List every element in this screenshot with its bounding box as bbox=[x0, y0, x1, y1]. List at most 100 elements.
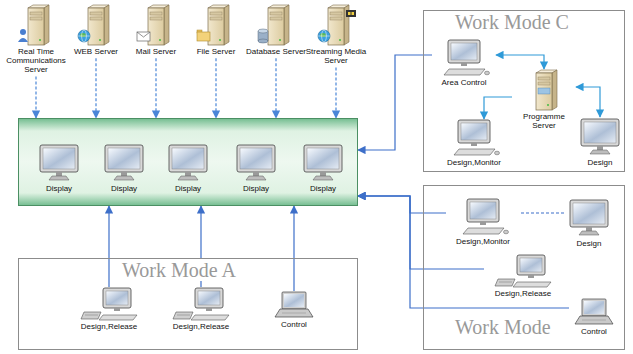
device-label: Design,Monitor bbox=[446, 237, 520, 246]
icon-part bbox=[517, 255, 545, 275]
icon-part bbox=[270, 12, 282, 15]
desktop-icon bbox=[457, 198, 509, 236]
icon-part bbox=[99, 39, 101, 41]
icon-part bbox=[458, 120, 490, 143]
connector bbox=[484, 97, 512, 119]
icon-part bbox=[172, 148, 204, 169]
icon-part bbox=[253, 172, 259, 176]
icon-part bbox=[121, 172, 127, 176]
icon-part bbox=[582, 299, 606, 316]
connector bbox=[35, 77, 36, 118]
icon-part bbox=[584, 122, 616, 143]
icon-part bbox=[104, 5, 109, 45]
icon-part bbox=[304, 145, 342, 172]
icon-part bbox=[570, 200, 608, 227]
desktop-icon bbox=[448, 119, 500, 157]
display-node: Display bbox=[160, 143, 216, 193]
icon-part bbox=[40, 145, 78, 172]
icon-part bbox=[30, 12, 42, 15]
icon-part bbox=[208, 8, 224, 45]
icon-part bbox=[579, 231, 599, 235]
icon-part bbox=[320, 172, 326, 176]
server-node: Mail Server bbox=[125, 4, 187, 56]
icon-part bbox=[198, 291, 220, 305]
icon-part bbox=[528, 275, 534, 278]
server-node: Database Server bbox=[245, 4, 307, 56]
connector bbox=[275, 58, 276, 118]
server-node: Streaming Media Server bbox=[305, 4, 367, 65]
icon-part bbox=[103, 288, 131, 308]
icon-part bbox=[282, 313, 306, 314]
server-icon bbox=[16, 4, 56, 46]
icon-part bbox=[454, 149, 495, 155]
workstation-node: Design,Release bbox=[69, 287, 149, 331]
workstation-node: Design,Release bbox=[484, 254, 562, 298]
connector bbox=[293, 206, 294, 291]
icon-part bbox=[448, 40, 480, 63]
icon-part bbox=[330, 17, 342, 20]
icon-part bbox=[246, 176, 266, 180]
icon-part bbox=[495, 151, 500, 155]
icon-part bbox=[80, 33, 86, 37]
icon-part bbox=[590, 150, 610, 154]
icon-part bbox=[44, 5, 49, 45]
release-icon bbox=[79, 287, 139, 321]
icon-part bbox=[78, 30, 90, 42]
icon-part bbox=[275, 309, 313, 317]
icon-part bbox=[114, 308, 120, 311]
icon-part bbox=[258, 39, 268, 43]
display-icon bbox=[301, 143, 345, 183]
icon-part bbox=[237, 145, 275, 172]
icon-part bbox=[504, 230, 509, 234]
icon-part bbox=[348, 12, 351, 15]
display-icon bbox=[102, 143, 146, 183]
icon-part bbox=[330, 12, 342, 15]
laptop-node: Control bbox=[569, 298, 619, 336]
icon-part bbox=[43, 148, 75, 169]
icon-part bbox=[313, 176, 333, 180]
display-node: Display bbox=[295, 143, 351, 193]
icon-part bbox=[471, 143, 477, 146]
icon-part bbox=[185, 172, 191, 176]
icon-part bbox=[573, 203, 605, 224]
icon-part bbox=[538, 88, 550, 94]
device-label: WEB Server bbox=[65, 47, 127, 56]
workstation-node: Design,Monitor bbox=[439, 119, 509, 167]
device-label: Display bbox=[31, 184, 87, 193]
icon-part bbox=[463, 228, 504, 234]
icon-part bbox=[137, 32, 150, 37]
connector bbox=[496, 55, 544, 69]
device-label: Design bbox=[564, 239, 614, 248]
device-label: File Server bbox=[185, 47, 247, 56]
device-label: Design,Release bbox=[484, 289, 562, 298]
device-label: Area Control bbox=[432, 78, 496, 87]
device-label: Programme Server bbox=[512, 112, 576, 130]
icon-part bbox=[346, 10, 356, 17]
icon-part bbox=[282, 292, 306, 309]
icon-part bbox=[270, 17, 282, 20]
desktop-icon bbox=[438, 39, 490, 77]
icon-part bbox=[210, 12, 222, 15]
icon-part bbox=[307, 148, 339, 169]
connector bbox=[335, 67, 336, 118]
display-icon bbox=[578, 117, 622, 157]
icon-part bbox=[164, 5, 169, 45]
connector bbox=[358, 196, 569, 308]
icon-part bbox=[538, 77, 550, 80]
icon-part bbox=[513, 282, 551, 287]
icon-part bbox=[320, 33, 326, 37]
server-node: WEB Server bbox=[65, 4, 127, 56]
icon-part bbox=[279, 39, 281, 41]
icon-part bbox=[195, 288, 223, 308]
connector bbox=[576, 87, 600, 117]
display-icon bbox=[37, 143, 81, 183]
icon-part bbox=[240, 148, 272, 169]
icon-part bbox=[178, 176, 198, 180]
icon-part bbox=[224, 5, 229, 45]
device-label: Display bbox=[295, 184, 351, 193]
region-heading: Work Mode A bbox=[119, 259, 239, 281]
device-label: Control bbox=[569, 327, 619, 336]
server-icon bbox=[136, 4, 176, 46]
icon-part bbox=[150, 17, 162, 20]
